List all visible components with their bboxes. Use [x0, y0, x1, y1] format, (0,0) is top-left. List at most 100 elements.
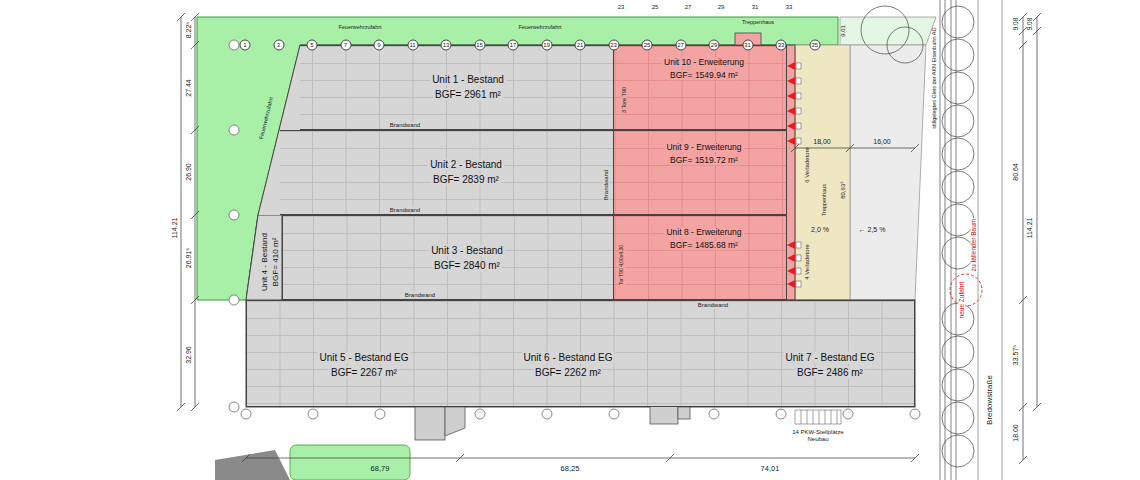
unit-name: Unit 5 - Bestand EG	[318, 352, 411, 364]
note-label: 14 PKW-Stellplätze Neubau	[786, 429, 850, 442]
text-group: Unit 1 - BestandBGF= 2961 m²	[430, 74, 506, 101]
axis-number: 5	[307, 40, 318, 51]
text-group: Unit 5 - Bestand EGBGF= 2267 m²	[318, 352, 411, 379]
note-label: Feuerwehrzufahrt	[518, 24, 561, 30]
building-outline	[246, 300, 915, 407]
dimension-label: 27.44	[185, 79, 193, 97]
unit-area: Unit 2 - BestandBGF= 2839 m²	[280, 130, 613, 215]
wall-label: Brandwand	[389, 122, 421, 129]
extension-area	[613, 45, 795, 300]
unit-area: Unit 5 - Bestand EGBGF= 2267 m²	[246, 300, 460, 407]
axis-number: 3	[273, 40, 284, 51]
axis-number: 11	[407, 40, 418, 51]
axis-number: 33	[776, 40, 787, 51]
axis-number: 29	[718, 4, 725, 11]
paved-yard	[850, 45, 926, 300]
area-value: BGF= 2839 m²	[431, 174, 501, 186]
axis-number: 9	[374, 40, 385, 51]
axis-number: 13	[441, 40, 452, 51]
loading-zone	[795, 45, 850, 300]
text-group: Unit 4 - BestandBGF= 410 m²	[260, 231, 280, 293]
note-label: stillgelegtes Gleis der AKN Eisenbahn AG	[931, 27, 937, 129]
axis-number: 21	[575, 40, 586, 51]
unit-area: Unit 1 - BestandBGF= 2961 m²	[300, 45, 613, 130]
axis-number: 15	[474, 40, 485, 51]
text-group: Unit 6 - Bestand EGBGF= 2262 m²	[522, 352, 615, 379]
axis-number: 35	[809, 40, 820, 51]
axis-number: 19	[541, 40, 552, 51]
dimension-label: 80.64	[1012, 163, 1020, 181]
axis-number: 27	[675, 40, 686, 51]
unit-area: Unit 6 - Bestand EGBGF= 2262 m²	[460, 300, 690, 407]
rail-track	[940, 0, 956, 480]
text-group: Unit 8 - ErweiterungBGF= 1485.68 m²	[664, 227, 743, 250]
axis-number: 31	[742, 40, 753, 51]
unit-area: Unit 10 - ErweiterungBGF= 1549.94 m²	[613, 45, 787, 130]
axis-number: 23	[608, 40, 619, 51]
area-value: BGF= 2961 m²	[433, 89, 503, 101]
axis-number: 25	[642, 40, 653, 51]
axis-number: 23	[618, 4, 625, 11]
axis-number: 27	[685, 4, 692, 11]
unit-area: Unit 3 - BestandBGF= 2840 m²	[282, 215, 613, 300]
parking-spaces	[795, 410, 841, 424]
dimension-label: 26.90	[185, 163, 193, 181]
text-group: Unit 7 - Bestand EG BGF= 2486 m²	[784, 352, 877, 379]
unit-name: Unit 8 - Erweiterung	[664, 227, 743, 237]
note-label: Feuerwehrzufahrt	[338, 24, 381, 30]
axis-number: 33	[786, 4, 793, 11]
area-value: BGF= 2486 m²	[795, 367, 865, 379]
area-value: BGF= 410 m²	[271, 236, 281, 289]
unit-area: Unit 8 - ErweiterungBGF= 1485.68 m²	[613, 215, 787, 300]
area-value: BGF= 2840 m²	[432, 260, 502, 272]
axis-number: 29	[709, 40, 720, 51]
wall-label: Brandwand	[389, 207, 421, 214]
dimension-label: 18.00	[1012, 424, 1020, 442]
area-value: BGF= 1549.94 m²	[668, 71, 740, 81]
dimension-label: 16,00	[873, 138, 891, 146]
unit-name: Unit 4 - Bestand	[260, 231, 270, 293]
green-area	[197, 17, 838, 300]
text-group: Unit 10 - ErweiterungBGF= 1549.94 m²	[662, 57, 746, 80]
text-group: Unit 9 - ErweiterungBGF= 1519.72 m²	[664, 142, 743, 165]
dimension-label: 33.57⁵	[1012, 345, 1020, 365]
wall-label: Brandwand	[404, 292, 436, 299]
unit-name: Unit 10 - Erweiterung	[662, 57, 746, 67]
unit-outline	[246, 215, 282, 300]
unit-area: Unit 7 - Bestand EG BGF= 2486 m²	[690, 300, 915, 407]
slope-label: 2,0 %	[811, 226, 829, 234]
building-outline	[246, 45, 613, 300]
dimension-label: 9.08	[1026, 18, 1033, 31]
loading-doors	[787, 62, 795, 288]
dimension-label: 114.21	[1026, 218, 1034, 239]
dimension-label: 26.91⁵	[185, 248, 193, 268]
room-label: Treppenhaus	[821, 184, 827, 216]
note-label: Feuerwehrzufahrt	[258, 96, 274, 139]
green-area	[290, 445, 410, 480]
street-edge	[978, 0, 1002, 480]
axis-number: 25	[652, 4, 659, 11]
axis-number: 17	[508, 40, 519, 51]
dimension-label: 114.21	[171, 218, 179, 239]
slope-label: ← 2,5 %	[859, 226, 886, 234]
green-area	[840, 17, 936, 45]
unit-area: Unit 4 - BestandBGF= 410 m²	[246, 215, 282, 300]
unit-name: Unit 3 - Bestand	[429, 245, 505, 257]
unit-name: Unit 1 - Bestand	[430, 74, 506, 86]
dimension-line	[177, 13, 1041, 464]
unit-name: Unit 7 - Bestand EG	[784, 352, 877, 364]
wall-label: Brandwand	[603, 169, 610, 201]
dimension-label: 68,25	[561, 465, 580, 473]
dimension-label: 18,00	[813, 138, 831, 146]
dimension-label: 74,01	[761, 465, 780, 473]
note-label: neue Zufahrt	[958, 281, 965, 320]
room-label: Treppenhaus	[742, 19, 774, 25]
axis-number: 1	[240, 40, 251, 51]
unit-area: Unit 9 - ErweiterungBGF= 1519.72 m²	[613, 130, 787, 215]
neighbour-building	[215, 450, 290, 480]
wall-label: Brandwand	[697, 302, 729, 309]
note-label: Tor T90 4,00x4,30	[619, 244, 625, 286]
note-label: 3 Tore T90	[621, 86, 627, 114]
unit-name: Unit 9 - Erweiterung	[664, 142, 743, 152]
